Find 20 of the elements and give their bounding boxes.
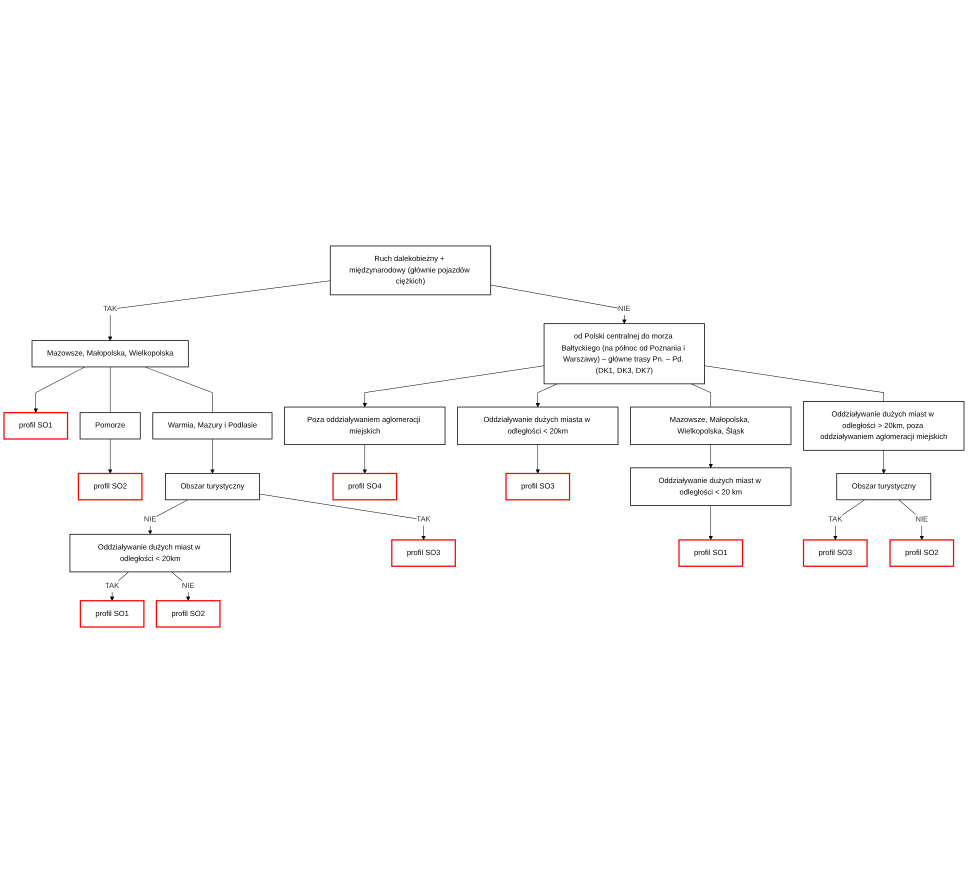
arrow	[898, 500, 924, 540]
arrow	[536, 384, 558, 408]
connector	[704, 366, 884, 402]
arrow	[490, 284, 626, 324]
arrow	[110, 572, 129, 601]
arrow	[882, 450, 886, 474]
arrow	[708, 505, 713, 540]
arrow	[362, 444, 367, 474]
arrow	[708, 444, 713, 468]
arrow	[108, 280, 330, 341]
arrow	[259, 494, 426, 540]
arrow	[34, 366, 86, 413]
arrow	[210, 438, 215, 474]
arrow	[148, 500, 188, 534]
arrow	[536, 444, 540, 474]
arrow	[171, 572, 190, 601]
arrow	[108, 438, 112, 474]
arrow	[362, 366, 544, 408]
arrow	[833, 500, 865, 540]
connector	[144, 366, 213, 413]
